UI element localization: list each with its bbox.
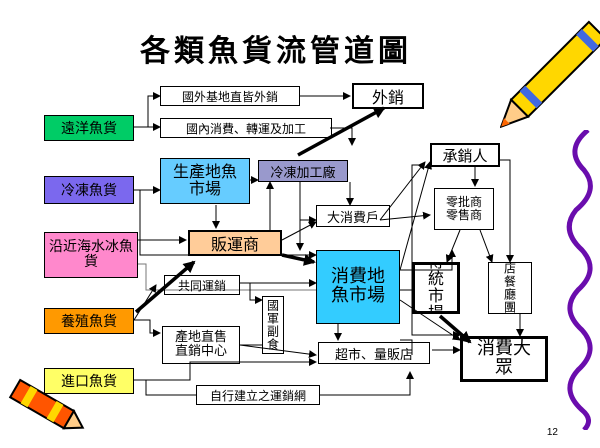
crayon-top-right-icon — [500, 20, 600, 129]
node-supermarket: 超市、量販店 — [318, 342, 430, 364]
node-overseas-base: 國外基地直皆外銷 — [160, 86, 300, 106]
node-traditional-market: 傳統市場 — [412, 262, 460, 314]
source-distant-sea: 遠洋魚貨 — [44, 115, 134, 141]
source-frozen: 冷凍魚貨 — [44, 176, 134, 204]
crayon-bottom-left-icon — [8, 378, 85, 430]
page-number: 12 — [546, 427, 558, 438]
node-dealer: 販運商 — [188, 230, 282, 256]
page-title: 各類魚貨流管道圖 — [140, 34, 412, 69]
node-export: 外銷 — [352, 83, 424, 109]
node-retailers: 零批商零售商 — [434, 188, 494, 230]
source-imported: 進口魚貨 — [44, 368, 134, 394]
node-restaurants: 飯店餐廳團膳 — [488, 262, 532, 314]
node-domestic: 國內消費、轉運及加工 — [160, 118, 332, 138]
source-aquaculture: 養殖魚貨 — [44, 308, 134, 334]
node-self-network: 自行建立之運銷網 — [196, 385, 320, 405]
node-consumption-market: 消費地魚市場 — [316, 250, 400, 324]
node-frozen-processing: 冷凍加工廠 — [258, 160, 348, 182]
node-large-consumer: 大消費戶 — [316, 205, 390, 227]
node-national-defense: 國軍副食 — [262, 296, 284, 354]
node-distributor: 承銷人 — [430, 143, 500, 167]
node-direct-sales: 產地直售直銷中心 — [162, 326, 240, 364]
purple-squiggle-icon — [566, 130, 593, 430]
node-production-market: 生產地魚市場 — [160, 158, 250, 204]
node-consumers: 消費大眾 — [460, 336, 548, 382]
node-joint-sales: 共同運銷 — [164, 275, 240, 295]
source-coastal: 沿近海水冰魚貨 — [44, 232, 138, 278]
